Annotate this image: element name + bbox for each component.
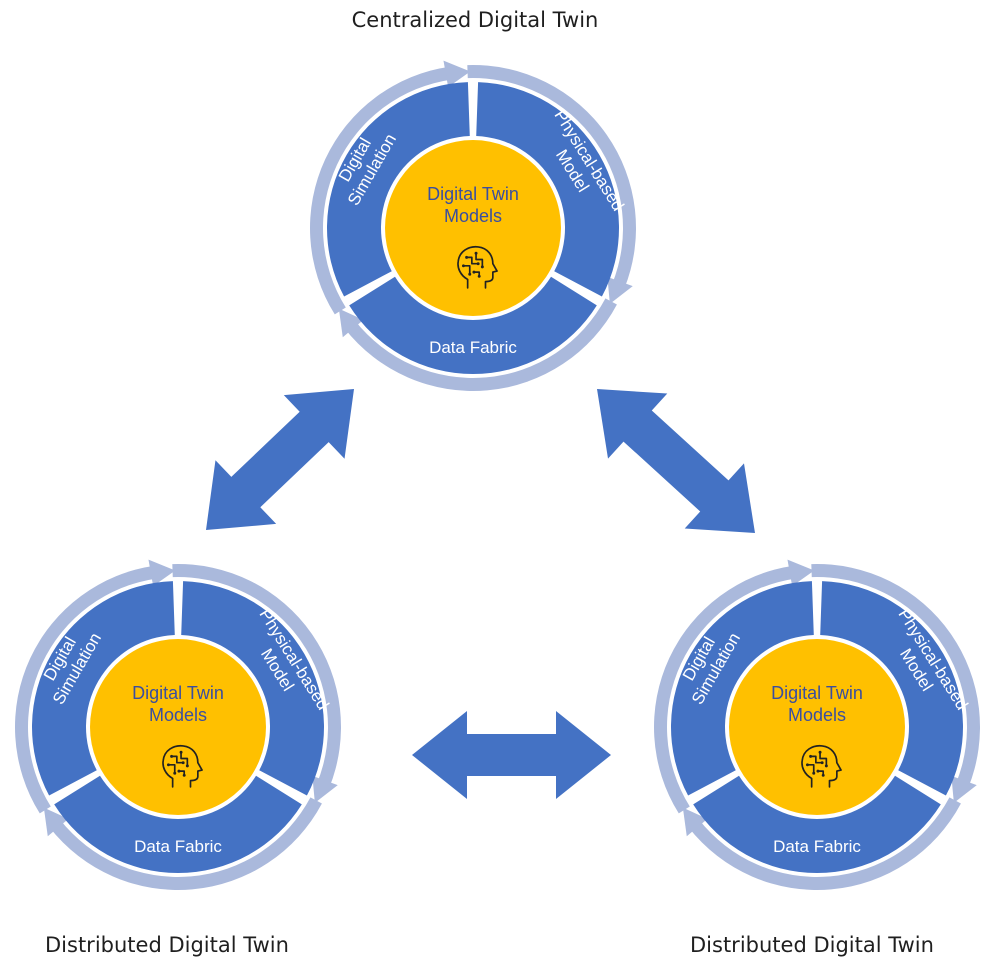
cycle-arrowhead-icon bbox=[787, 559, 815, 587]
cycle-arrowhead-icon bbox=[951, 775, 977, 803]
cycle-ring-right bbox=[811, 564, 981, 789]
center-label-line: Digital Twin bbox=[427, 184, 519, 204]
cycle-arrowhead-icon bbox=[312, 775, 338, 803]
segment-left bbox=[31, 581, 175, 796]
segment-label-data-fabric-line: Data Fabric bbox=[773, 837, 861, 856]
cycle-arrowhead-icon bbox=[443, 60, 471, 88]
segment-right bbox=[476, 82, 619, 297]
cycle-ring-left bbox=[15, 565, 158, 814]
cycle-ring-bottom bbox=[49, 797, 322, 891]
segment-bottom bbox=[693, 775, 941, 873]
center-hub bbox=[90, 639, 266, 815]
cycle-arrowhead-icon bbox=[43, 807, 69, 837]
cycle-arrowhead-icon bbox=[607, 276, 633, 304]
segment-label-data-fabric: Data Fabric bbox=[773, 837, 861, 856]
segment-label-data-fabric: Data Fabric bbox=[429, 338, 517, 357]
center-label-line: Models bbox=[149, 705, 207, 725]
center-hub bbox=[385, 140, 561, 316]
cycle-arrowhead-icon bbox=[682, 807, 708, 837]
cycle-ring-bottom bbox=[688, 797, 961, 890]
cycle-ring-bottom bbox=[344, 298, 617, 391]
twin-node-distributed-left: Physical-basedModelDigitalSimulationData… bbox=[15, 559, 341, 891]
segment-bottom bbox=[54, 775, 302, 874]
bidirectional-arrow-top-right bbox=[597, 389, 756, 534]
segment-left bbox=[671, 581, 814, 796]
segment-label-data-fabric-line: Data Fabric bbox=[134, 837, 222, 856]
distributed-twin-right-caption: Distributed Digital Twin bbox=[690, 933, 934, 957]
brain-head-icon bbox=[801, 744, 842, 788]
center-label-line: Models bbox=[788, 705, 846, 725]
cycle-ring-right bbox=[467, 65, 636, 290]
segment-label-data-fabric-line: Data Fabric bbox=[429, 338, 517, 357]
twin-node-distributed-right: Physical-basedModelDigitalSimulationData… bbox=[654, 559, 981, 890]
cycle-ring-left bbox=[654, 565, 797, 814]
distributed-twin-left-caption: Distributed Digital Twin bbox=[45, 933, 289, 957]
center-hub bbox=[729, 639, 905, 815]
twin-node-centralized: Physical-basedModelDigitalSimulationData… bbox=[309, 60, 636, 391]
cycle-arrowhead-icon bbox=[148, 559, 176, 587]
center-label-line: Digital Twin bbox=[771, 683, 863, 703]
bidirectional-arrow-bottom bbox=[412, 711, 611, 799]
segment-label-data-fabric: Data Fabric bbox=[134, 837, 222, 856]
centralized-twin-caption: Centralized Digital Twin bbox=[351, 8, 599, 32]
brain-head-icon bbox=[457, 245, 498, 289]
cycle-ring-right bbox=[172, 564, 341, 789]
segment-right bbox=[820, 581, 963, 796]
brain-head-icon bbox=[162, 744, 203, 788]
segment-right bbox=[181, 581, 324, 796]
segment-left bbox=[327, 82, 470, 297]
cycle-arrowhead-icon bbox=[338, 308, 364, 338]
center-label-line: Digital Twin bbox=[132, 683, 224, 703]
bidirectional-arrow-top-left bbox=[205, 389, 354, 531]
segment-bottom bbox=[349, 276, 597, 374]
cycle-ring-left bbox=[309, 66, 453, 315]
center-label-line: Models bbox=[444, 206, 502, 226]
